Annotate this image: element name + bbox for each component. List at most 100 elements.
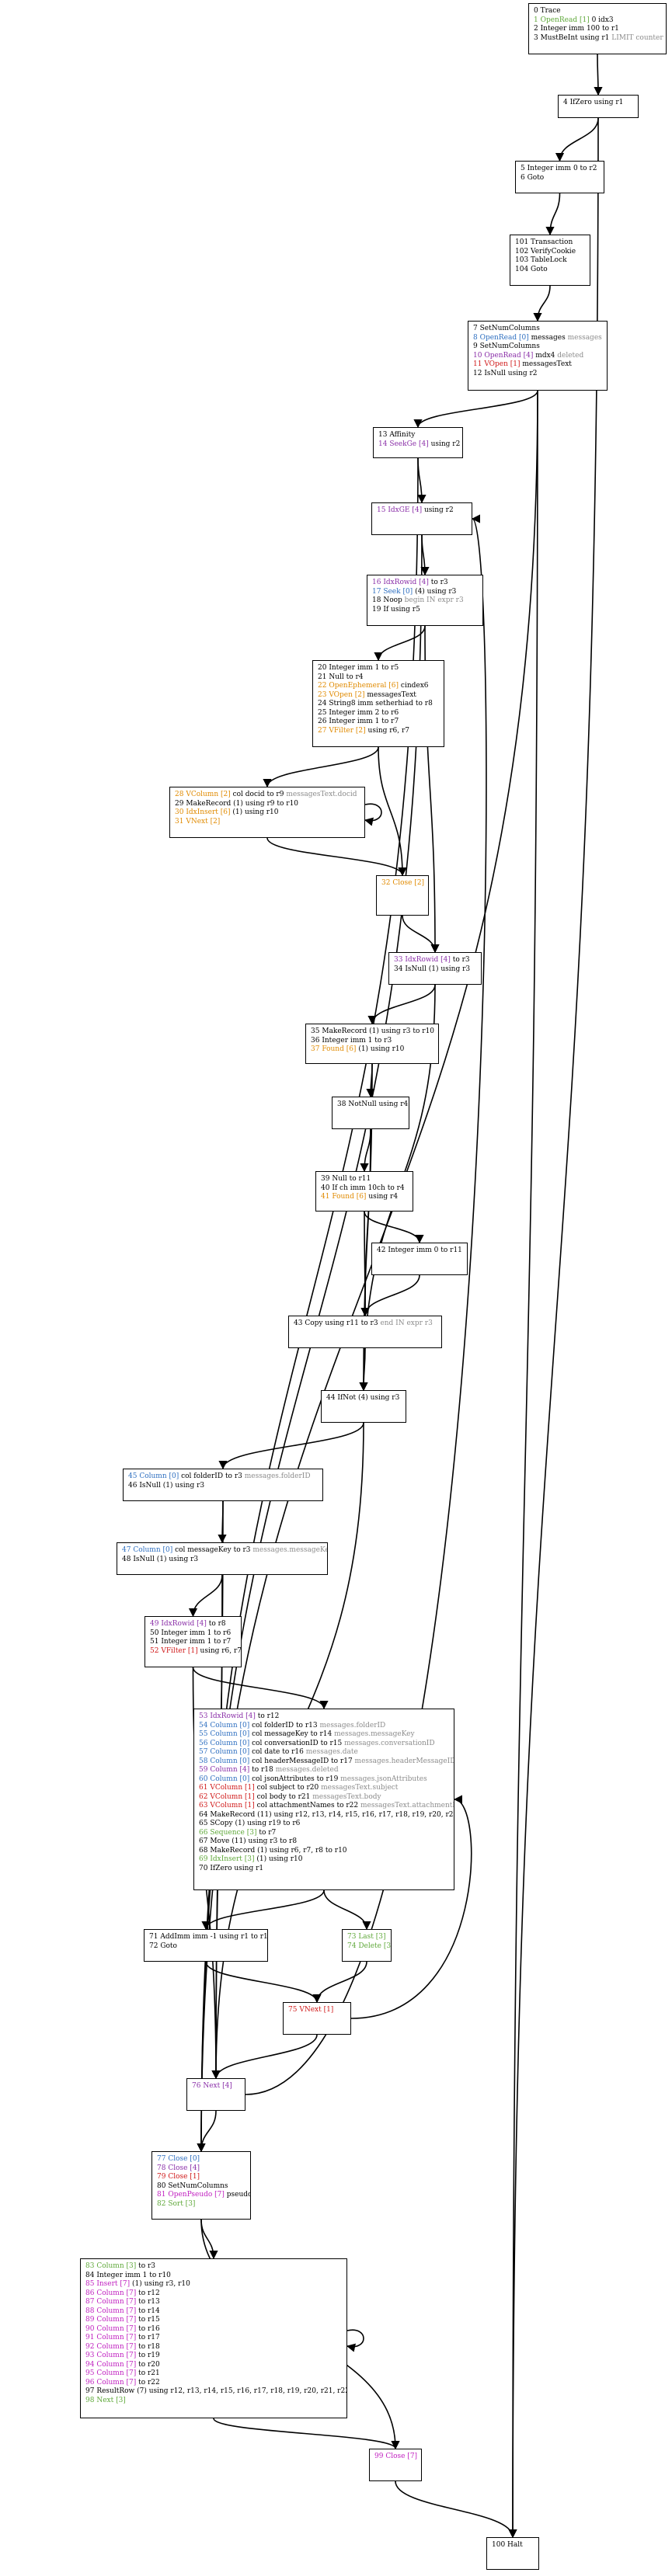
instruction-text: 25 Integer imm 2 to r6 [318, 708, 399, 717]
instruction-text: to r22 [138, 2378, 160, 2387]
flow-edge [346, 2329, 364, 2352]
instruction-text: 87 Column [7] [85, 2298, 139, 2306]
instruction-text: 38 NotNull using r4 [337, 1100, 409, 1108]
node-block-73: 73 Last [3]74 Delete [3] [342, 1929, 392, 1962]
instruction-text: 8 OpenRead [0] [473, 333, 531, 342]
node-line: 75 VNext [1] [288, 2006, 346, 2015]
instruction-text: 101 Transaction [515, 238, 573, 246]
node-line: 8 OpenRead [0] messages messages [473, 334, 602, 343]
node-line: 51 Integer imm 1 to r7 [150, 1638, 236, 1647]
instruction-text: (4) using r3 [415, 587, 457, 596]
instruction-text: 39 Null to r11 [321, 1175, 371, 1183]
node-line: 2 Integer imm 100 to r1 [534, 25, 661, 34]
instruction-text: col headerMessageID to r17 [252, 1757, 355, 1765]
node-line: 35 MakeRecord (1) using r3 to r10 [311, 1027, 434, 1037]
flow-edge [367, 984, 436, 1025]
instruction-text: 58 Column [0] [199, 1757, 252, 1765]
node-line: 61 VColumn [1] col subject to r20 messag… [199, 1784, 449, 1793]
node-line: 44 IfNot (4) using r3 [326, 1394, 401, 1403]
node-line: 36 Integer imm 1 to r3 [311, 1037, 433, 1046]
instruction-text: col jsonAttributes to r19 [252, 1775, 341, 1783]
instruction-text: 23 VOpen [2] [318, 690, 367, 699]
instruction-text: to r3 [452, 956, 470, 964]
node-line: 82 Sort [3] [157, 2200, 245, 2209]
node-line: 85 Insert [7] (1) using r3, r10 [85, 2280, 342, 2289]
node-block-15: 15 IdxGE [4] using r2 [371, 502, 472, 535]
instruction-text: 45 Column [0] [128, 1472, 182, 1480]
instruction-text: to r18 [252, 1766, 276, 1774]
node-line: 69 IdxInsert [3] (1) using r10 [199, 1855, 449, 1865]
instruction-text: 4 IfZero using r1 [563, 99, 624, 106]
node-line: 68 MakeRecord (1) using r6, r7, r8 to r1… [199, 1847, 449, 1856]
node-line: 90 Column [7] to r16 [85, 2325, 342, 2334]
instruction-text: 18 Noop [372, 596, 405, 604]
instruction-text: messagesText.docid [286, 791, 357, 798]
node-line: 95 Column [7] to r21 [85, 2369, 342, 2379]
node-line: 78 Close [4] [157, 2164, 245, 2174]
instruction-text: 7 SetNumColumns [473, 325, 540, 332]
flow-edge [395, 2480, 517, 2539]
node-line: 29 MakeRecord (1) using r9 to r10 [175, 800, 360, 809]
node-line: 37 Found [6] (1) using r10 [311, 1045, 433, 1055]
instruction-text: 69 IdxInsert [3] [199, 1855, 257, 1863]
node-line: 6 Goto [521, 174, 599, 183]
instruction-text: 65 SCopy (1) using r19 to r6 [199, 1820, 301, 1827]
node-line: 56 Column [0] col conversationID to r15 … [199, 1740, 449, 1749]
node-line: 16 IdxRowid [4] to r3 [372, 579, 478, 588]
instruction-text: 92 Column [7] [85, 2342, 139, 2351]
instruction-text: 98 Next [3] [85, 2396, 126, 2404]
node-block-43: 43 Copy using r11 to r3 end IN expr r3 [288, 1316, 442, 1348]
instruction-text: 41 Found [6] [321, 1193, 369, 1201]
flow-edge [245, 514, 487, 2095]
flow-edge [188, 1574, 223, 1618]
instruction-text: 83 Column [3] [85, 2262, 139, 2270]
node-line: 81 OpenPseudo [7] pseudo7 [157, 2191, 250, 2200]
instruction-text: 63 VColumn [1] [199, 1802, 257, 1809]
node-line: 42 Integer imm 0 to r11 [377, 1246, 462, 1256]
instruction-text: col attachmentNames to r22 [256, 1802, 360, 1809]
instruction-text: 76 Next [4] [192, 2082, 232, 2090]
instruction-text: messages.messageKey [252, 1546, 328, 1554]
instruction-text: messages.folderID [319, 1721, 386, 1730]
instruction-text: 43 Copy using r11 to r3 [294, 1319, 381, 1327]
instruction-text: messagesText.body [312, 1792, 381, 1801]
instruction-text: 72 Goto [149, 1942, 177, 1950]
node-line: 10 OpenRead [4] mdx4 deleted [473, 352, 602, 361]
node-line: 7 SetNumColumns [473, 325, 602, 334]
instruction-text: 67 Move (11) using r3 to r8 [199, 1837, 298, 1845]
flow-edge [201, 1889, 325, 1931]
instruction-text: 10 OpenRead [4] [473, 351, 536, 360]
node-line: 25 Integer imm 2 to r6 [318, 709, 439, 718]
instruction-text: 79 Close [1] [157, 2173, 200, 2181]
node-line: 89 Column [7] to r15 [85, 2316, 342, 2325]
instruction-text: 5 Integer imm 0 to r2 [521, 165, 597, 172]
node-line: 67 Move (11) using r3 to r8 [199, 1837, 449, 1847]
node-line: 39 Null to r11 [321, 1175, 408, 1184]
flow-edge [555, 117, 599, 162]
instruction-text: 30 IdxInsert [6] [175, 808, 233, 816]
node-block-75: 75 VNext [1] [283, 2002, 351, 2035]
instruction-text: 52 VFilter [1] [150, 1646, 200, 1655]
instruction-text: 53 IdxRowid [4] [199, 1712, 258, 1720]
node-line: 52 VFilter [1] using r6, r7 [150, 1646, 241, 1656]
node-line: 49 IdxRowid [4] to r8 [150, 1620, 236, 1629]
node-line: 1 OpenRead [1] 0 idx3 [534, 16, 661, 26]
instruction-text: 24 String8 imm setherhiad to r8 [318, 700, 433, 707]
node-line: 18 Noop begin IN expr r3 [372, 596, 478, 606]
instruction-text: 84 Integer imm 1 to r10 [85, 2271, 171, 2279]
node-block-5: 5 Integer imm 0 to r2 6 Goto [515, 161, 604, 193]
node-line: 87 Column [7] to r13 [85, 2298, 342, 2307]
instruction-text: col date to r16 [252, 1748, 306, 1756]
node-line: 79 Close [1] [157, 2173, 245, 2182]
flow-edge [545, 193, 561, 236]
instruction-text: 50 Integer imm 1 to r6 [150, 1629, 232, 1637]
instruction-text: col folderID to r3 [181, 1472, 245, 1480]
instruction-text: 47 Column [0] [122, 1546, 176, 1554]
